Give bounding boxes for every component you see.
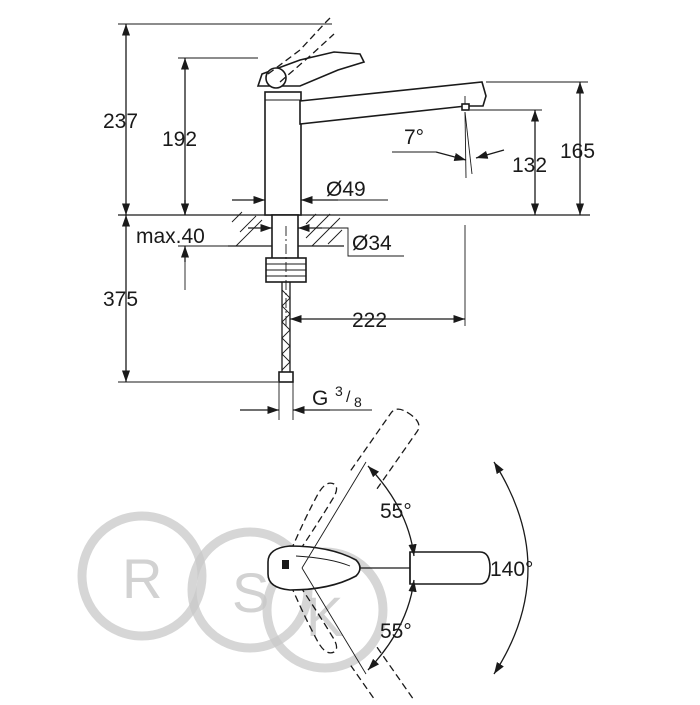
dim-thread-prefix: G [312,387,328,410]
dim-spout-angle: 7° [404,126,424,149]
plan-spout-rotated-up [350,408,420,490]
svg-text:/: / [346,389,351,406]
watermark-ring-r [77,511,207,641]
plan-lever [267,545,361,591]
dim-hole-diameter: Ø34 [352,232,392,255]
plan-angle-upper: 55° [380,500,412,523]
watermark-letter-s: S [232,561,269,624]
dim-body-diameter: Ø49 [326,178,366,201]
plan-angle-lower: 55° [380,620,412,643]
dim-max-thickness: max.40 [136,225,205,248]
dim-height-total: 237 [103,110,138,133]
side-view: 237 192 165 132 7° Ø49 Ø34 [103,17,595,420]
hose-fitting [278,371,294,383]
lever-pivot [265,67,287,89]
hose-braid [281,289,291,371]
lever-open-position [267,17,335,83]
plan-spout [409,551,491,585]
plan-angle-total: 140° [490,558,533,581]
dim-reach: 222 [352,309,387,332]
spout-aerator [461,103,470,111]
plan-view: 55° 55° 140° [267,408,533,705]
faucet-body [264,91,302,216]
dim-hose-length: 375 [103,288,138,311]
dim-thread-den: 8 [354,394,362,410]
dim-height-lever: 192 [162,128,197,151]
plan-lever-down [291,585,338,654]
watermark-letter-k: K [306,585,343,648]
arc-upper [367,465,417,557]
dim-thread-num: 3 [335,383,343,399]
rsk-watermark: R S K [77,511,388,673]
watermark-letter-r: R [122,547,162,610]
arc-lower [367,579,417,671]
countertop-hatch [231,211,343,247]
plan-lever-up [291,482,338,551]
arc-total [493,461,529,675]
dim-height-spout: 165 [560,140,595,163]
dim-height-outlet: 132 [512,154,547,177]
faucet-spout [299,81,487,125]
plan-lever-mark [282,560,289,569]
